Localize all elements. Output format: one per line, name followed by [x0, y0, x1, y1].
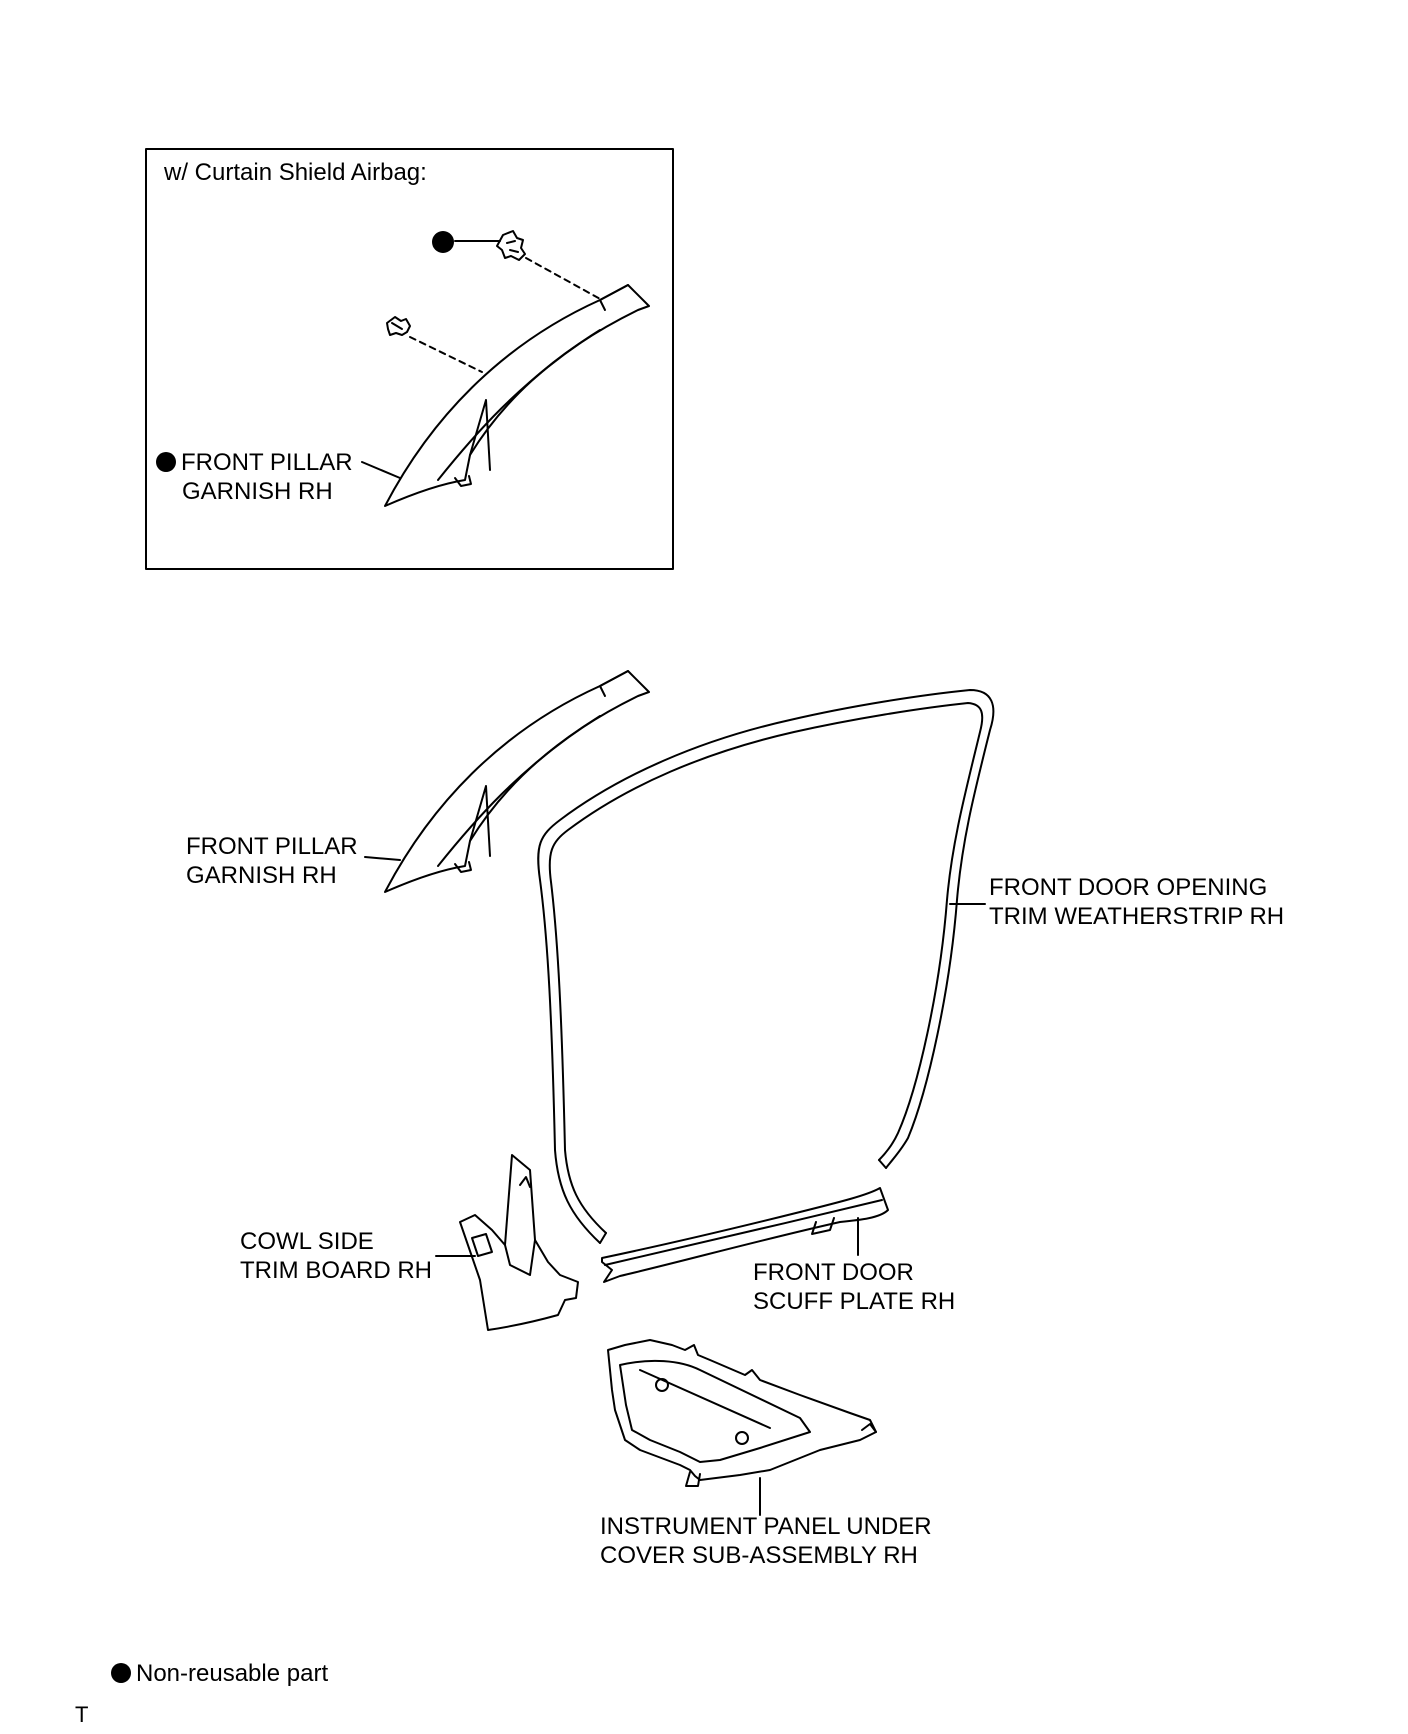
- front-door-opening-weatherstrip-label: FRONT DOOR OPENING TRIM WEATHERSTRIP RH: [989, 874, 1285, 930]
- inset-dashed-line-top: [525, 257, 603, 301]
- non-reusable-dot-icon: [156, 452, 176, 472]
- inset-title: w/ Curtain Shield Airbag:: [164, 159, 427, 186]
- inset-dashed-line-lower: [409, 336, 483, 373]
- legend-non-reusable-icon: [111, 1663, 131, 1683]
- inset-frame: [145, 148, 674, 570]
- cowl-side-trim-board: [459, 1154, 579, 1331]
- cowl-side-trim-board-label: COWL SIDE TRIM BOARD RH: [240, 1228, 432, 1284]
- front-pillar-garnish-label: FRONT PILLAR GARNISH RH: [186, 833, 358, 889]
- instrument-panel-under-cover-label: INSTRUMENT PANEL UNDER COVER SUB-ASSEMBL…: [600, 1513, 932, 1569]
- front-door-scuff-plate: [601, 1187, 889, 1283]
- inset-clip-non-reusable-icon: [432, 231, 454, 253]
- inset-front-pillar-garnish: [384, 284, 650, 507]
- legend-text: Non-reusable part: [136, 1660, 329, 1687]
- inset-front-pillar-garnish-label: FRONT PILLAR GARNISH RH: [156, 448, 353, 506]
- front-pillar-garnish: [384, 670, 650, 893]
- front-door-scuff-plate-label: FRONT DOOR SCUFF PLATE RH: [753, 1259, 956, 1315]
- inset-clip-icon: [496, 230, 526, 261]
- front-door-opening-weatherstrip: [537, 689, 995, 1244]
- instrument-panel-under-cover: [607, 1339, 877, 1487]
- corner-mark: T: [75, 1702, 89, 1727]
- legend: Non-reusable part: [111, 1659, 328, 1688]
- pillar-label-leader: [364, 856, 401, 861]
- inset-clip-lower-icon: [386, 316, 411, 336]
- inset-label-leader: [361, 461, 401, 479]
